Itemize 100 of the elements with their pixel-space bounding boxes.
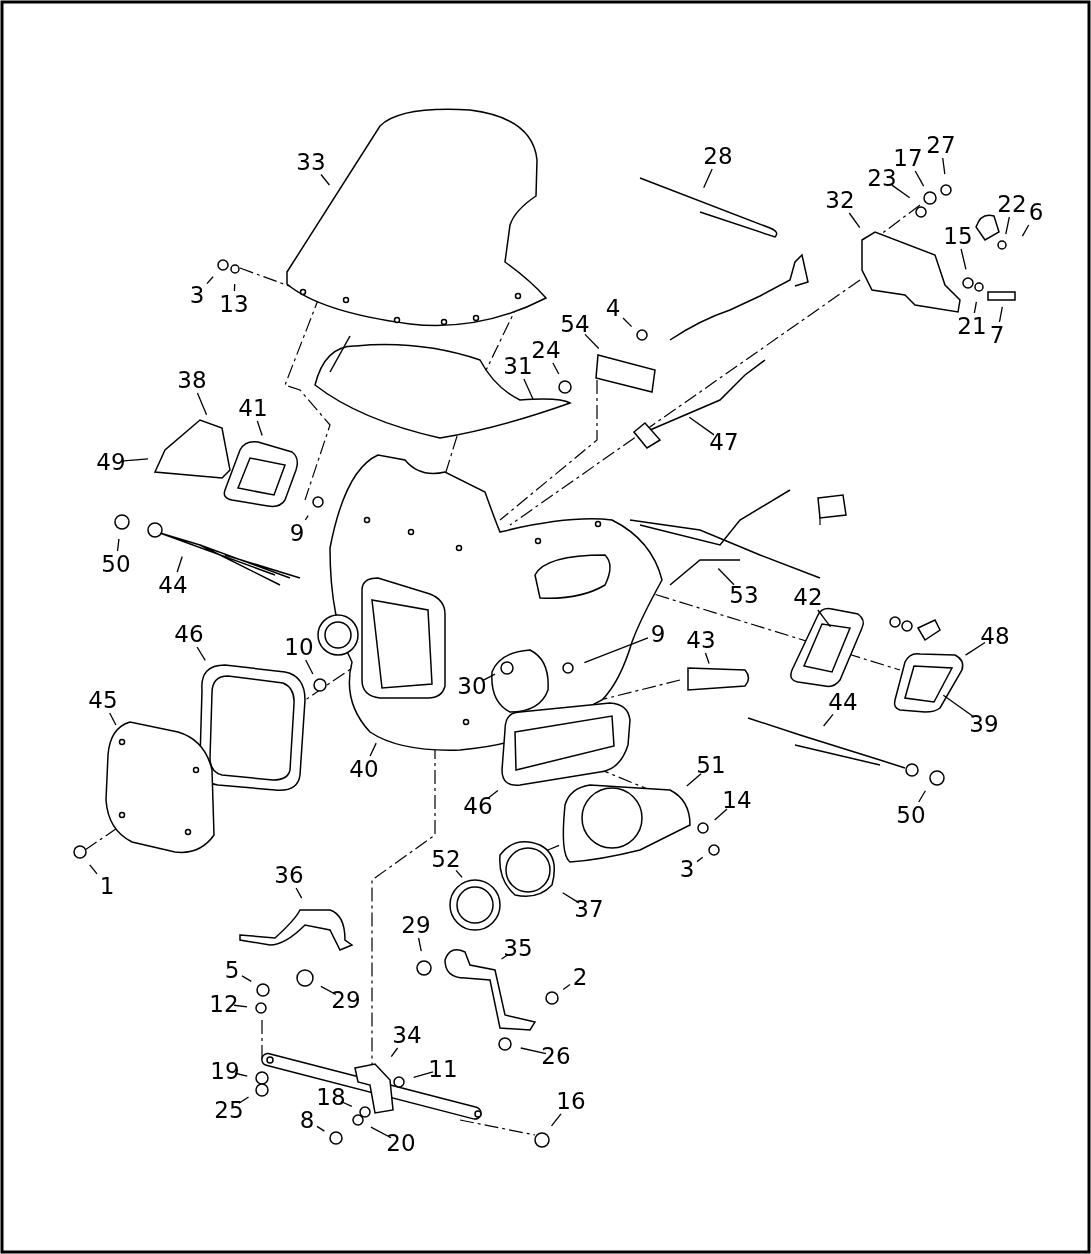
leader-line xyxy=(686,773,702,787)
callout-number: 3 xyxy=(672,856,702,882)
leader-line xyxy=(717,567,735,586)
callout-number: 35 xyxy=(503,935,533,961)
leader-line xyxy=(196,392,208,416)
leader-line xyxy=(89,864,98,875)
leader-line xyxy=(562,983,571,991)
callout-number: 29 xyxy=(331,987,361,1013)
callout-number: 34 xyxy=(392,1022,422,1048)
callout-number: 37 xyxy=(574,896,604,922)
callout-number: 54 xyxy=(560,311,590,337)
leader-line xyxy=(238,1096,250,1104)
callout-number: 46 xyxy=(174,621,204,647)
leader-line xyxy=(320,985,337,996)
leader-line xyxy=(584,333,600,350)
callout-number: 15 xyxy=(943,223,973,249)
callout-number: 53 xyxy=(729,582,759,608)
leader-line xyxy=(196,646,206,661)
leader-line xyxy=(696,856,704,863)
leader-line xyxy=(316,1125,326,1132)
leader-line xyxy=(583,637,649,664)
callout-number: 48 xyxy=(980,623,1010,649)
callout-number: 40 xyxy=(349,756,379,782)
callout-number: 47 xyxy=(709,429,739,455)
callout-number: 9 xyxy=(282,520,312,546)
leader-line xyxy=(964,641,986,656)
leader-line xyxy=(914,170,925,187)
leader-line xyxy=(973,301,978,314)
leader-line xyxy=(295,887,303,899)
callout-number: 44 xyxy=(828,689,858,715)
callout-number: 19 xyxy=(210,1058,240,1084)
callout-number: 2 xyxy=(565,964,595,990)
leader-line xyxy=(942,694,975,718)
callout-number: 45 xyxy=(88,687,118,713)
callout-number: 51 xyxy=(696,752,726,778)
callout-number: 5 xyxy=(217,957,247,983)
callout-number: 43 xyxy=(686,627,716,653)
callout-number: 8 xyxy=(292,1107,322,1133)
leader-line xyxy=(552,362,560,375)
callout-number: 12 xyxy=(209,991,239,1017)
callout-number: 33 xyxy=(296,149,326,175)
leader-line xyxy=(481,673,496,682)
callout-number: 11 xyxy=(428,1056,458,1082)
leader-line xyxy=(703,168,713,189)
callout-number: 20 xyxy=(386,1130,416,1156)
leader-line xyxy=(714,808,728,821)
callout-number: 50 xyxy=(896,802,926,828)
callout-number: 29 xyxy=(401,912,431,938)
leader-line xyxy=(233,283,236,292)
callout-number: 3 xyxy=(182,282,212,308)
leader-line xyxy=(1021,224,1030,237)
callout-number: 32 xyxy=(825,187,855,213)
leader-line xyxy=(109,712,117,726)
leader-line xyxy=(206,276,214,285)
leader-line xyxy=(487,789,499,799)
leader-line xyxy=(848,212,861,229)
leader-line xyxy=(942,157,946,175)
callout-number: 28 xyxy=(703,143,733,169)
callout-number: 21 xyxy=(957,313,987,339)
callout-number: 31 xyxy=(503,353,533,379)
leader-line xyxy=(998,306,1003,323)
leader-line xyxy=(116,538,120,552)
leader-line xyxy=(320,173,331,186)
leader-line xyxy=(455,869,463,878)
leader-line xyxy=(817,609,832,628)
leader-line xyxy=(256,420,263,437)
callout-number: 14 xyxy=(722,787,752,813)
callout-number: 27 xyxy=(926,132,956,158)
leader-line xyxy=(370,1126,392,1139)
leader-line xyxy=(305,659,314,675)
leader-line xyxy=(960,248,967,270)
callout-number: 9 xyxy=(643,621,673,647)
callout-number: 44 xyxy=(158,572,188,598)
leader-line xyxy=(1005,216,1010,235)
callout-number: 39 xyxy=(969,711,999,737)
leader-line xyxy=(918,790,927,803)
leader-line xyxy=(704,652,710,665)
callout-number: 22 xyxy=(997,191,1027,217)
callout-number: 30 xyxy=(457,673,487,699)
callout-number: 49 xyxy=(96,449,126,475)
callout-number: 1 xyxy=(92,873,122,899)
leader-line xyxy=(390,1047,399,1058)
leader-line xyxy=(622,317,633,328)
callout-number: 18 xyxy=(316,1084,346,1110)
leader-line xyxy=(176,555,183,573)
callout-number: 13 xyxy=(219,291,249,317)
leader-line xyxy=(500,954,509,960)
leader-line xyxy=(550,1113,562,1127)
callout-number: 52 xyxy=(431,846,461,872)
leader-line xyxy=(241,975,252,983)
leader-line xyxy=(891,184,911,199)
callout-number: 46 xyxy=(463,793,493,819)
leader-line xyxy=(823,713,834,727)
leader-line xyxy=(413,1071,434,1079)
callout-number: 4 xyxy=(598,295,628,321)
leader-line xyxy=(304,514,309,521)
callout-number: 42 xyxy=(793,584,823,610)
callout-number: 50 xyxy=(101,551,131,577)
callout-number: 38 xyxy=(177,367,207,393)
leader-line xyxy=(233,1004,248,1008)
